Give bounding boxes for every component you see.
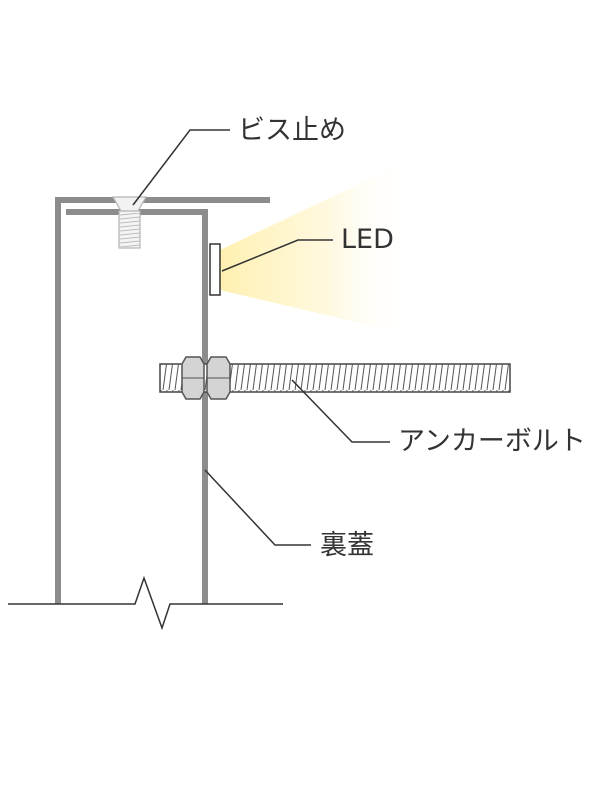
back-cover xyxy=(66,209,208,604)
countersunk-screw xyxy=(111,196,148,249)
leader-line-back-cover xyxy=(204,469,311,546)
led-fixture xyxy=(209,243,221,296)
label-led: LED xyxy=(341,224,394,255)
label-anchor-bolt: アンカーボルト xyxy=(398,426,586,457)
ground-break-line xyxy=(8,575,283,631)
led-light-beam xyxy=(220,160,410,335)
hex-nut-left xyxy=(181,356,205,400)
leader-line-led xyxy=(221,239,333,272)
leader-line-anchor-bolt xyxy=(291,379,390,443)
label-back-cover: 裏蓋 xyxy=(320,530,374,561)
label-screw: ビス止め xyxy=(238,115,346,146)
outer-frame xyxy=(55,197,270,604)
leader-line-screw xyxy=(132,129,230,206)
hex-nut-right xyxy=(206,356,231,400)
